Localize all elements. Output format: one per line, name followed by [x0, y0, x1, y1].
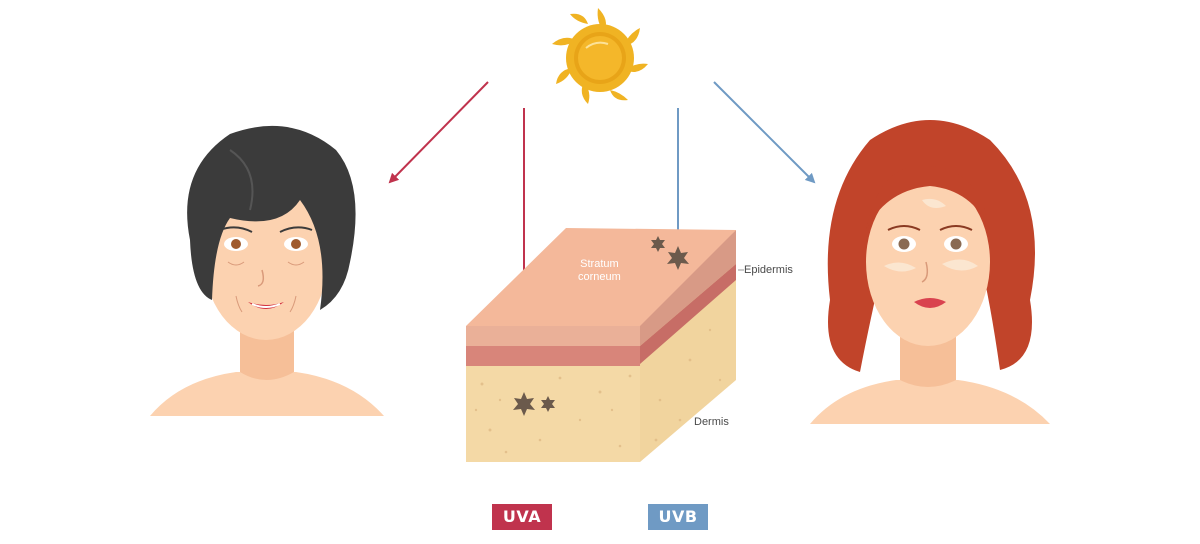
uva-arrow-left: [388, 81, 489, 184]
skin-cross-section: [466, 228, 736, 462]
stratum-label-line1: Stratum: [580, 258, 619, 270]
sun-icon: [552, 8, 648, 104]
damage-spot-dermis: [513, 392, 555, 416]
pigmented-woman-face: [810, 120, 1050, 424]
epidermis-label: Epidermis: [744, 264, 793, 276]
dermis-label: Dermis: [694, 416, 729, 428]
stratum-corneum-label: Stratum corneum: [578, 258, 621, 284]
uva-badge: UVA: [492, 504, 552, 530]
uvb-badge: UVB: [648, 504, 708, 530]
uvb-arrow-right: [713, 81, 816, 184]
aged-woman-face: [150, 125, 384, 416]
stratum-label-line2: corneum: [578, 271, 621, 283]
damage-spot-epidermis: [651, 236, 689, 270]
